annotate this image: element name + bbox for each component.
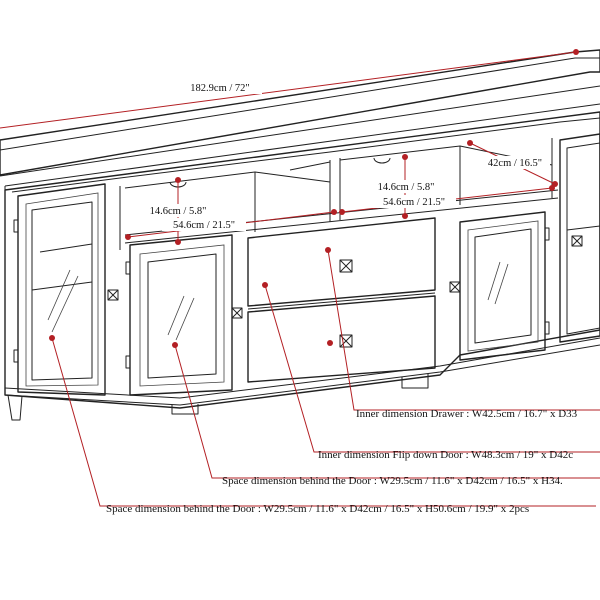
right-shelf-height-dimension: 14.6cm / 5.8" (370, 154, 442, 219)
center-drawers (247, 217, 436, 383)
x-knob-icon[interactable] (449, 281, 461, 293)
x-knob-icon[interactable] (339, 259, 353, 273)
callout-leaders (49, 247, 600, 507)
width-label: 182.9cm / 72" (190, 83, 249, 94)
callout-labels: Inner dimension Drawer : W42.5cm / 16.7"… (106, 408, 578, 515)
dimension-lines: 182.9cm / 72" 42cm / 16.5" 14.6cm / 5.8"… (0, 49, 579, 245)
center-open-shelves (119, 138, 559, 250)
right-outer-door (559, 133, 600, 343)
legs (7, 374, 429, 421)
cabinet-body (4, 111, 600, 409)
right-shelf-width-label: 54.6cm / 21.5" (383, 197, 445, 208)
x-knob-icon[interactable] (231, 307, 243, 319)
left-outer-door (13, 183, 119, 396)
x-knob-icon[interactable] (339, 334, 353, 348)
drawer-callout-label: Inner dimension Drawer : W42.5cm / 16.7"… (356, 408, 578, 420)
left-shelf-height-dimension: 14.6cm / 5.8" (142, 177, 216, 245)
left-shelf-height-label: 14.6cm / 5.8" (150, 206, 207, 217)
right-shelf-width-dimension: 54.6cm / 21.5" (339, 185, 555, 215)
left-inner-door (125, 234, 243, 396)
depth-dimension: 42cm / 16.5" (467, 140, 558, 187)
right-inner-door (449, 211, 550, 361)
left-shelf-width-label: 54.6cm / 21.5" (173, 220, 235, 231)
tv-stand-drawing (0, 49, 600, 421)
flip-door-callout-label: Inner dimension Flip down Door : W48.3cm… (318, 449, 573, 461)
inner-door-space-callout-label: Space dimension behind the Door : W29.5c… (222, 475, 563, 487)
x-knob-icon[interactable] (571, 235, 583, 247)
x-knob-icon[interactable] (107, 289, 119, 301)
depth-label: 42cm / 16.5" (488, 158, 542, 169)
left-shelf-width-dimension: 54.6cm / 21.5" (125, 209, 337, 240)
right-shelf-height-label: 14.6cm / 5.8" (378, 182, 435, 193)
width-dimension: 182.9cm / 72" (0, 49, 579, 129)
outer-door-space-callout-label: Space dimension behind the Door : W29.5c… (106, 503, 529, 515)
